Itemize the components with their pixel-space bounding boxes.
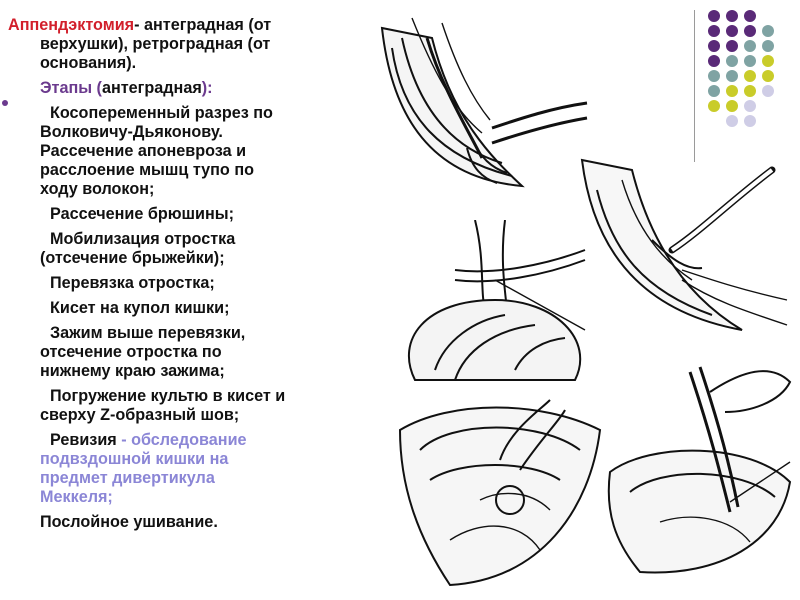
decorative-dot [726, 25, 738, 37]
divider-line [694, 10, 695, 162]
decorative-dot [726, 40, 738, 52]
bullet-icon [2, 100, 8, 106]
decorative-dot [744, 10, 756, 22]
decorative-dot [744, 25, 756, 37]
decorative-dot [762, 70, 774, 82]
text-line: (отсечение брыжейки); [8, 249, 378, 268]
text-segment: верхушки), ретроградная (от [40, 35, 271, 53]
illustration-mobilization [380, 17, 588, 188]
text-line: Рассечение апоневроза и [8, 142, 378, 161]
illustration-purse-string [398, 399, 602, 587]
text-line: расслоение мышц тупо по [8, 161, 378, 180]
text-segment: сверху Z-образный шов; [40, 406, 240, 424]
text-line: Погружение культю в кисет и [8, 387, 378, 406]
decorative-dot [726, 115, 738, 127]
illustration-ligation [408, 220, 586, 381]
text-line: предмет дивертикула [8, 469, 378, 488]
decorative-dot [762, 25, 774, 37]
text-line: Зажим выше перевязки, [8, 324, 378, 343]
text-segment: ходу волокон; [40, 180, 155, 198]
text-segment: Ревизия [50, 431, 117, 449]
decorative-dot [708, 55, 720, 67]
decorative-dot [744, 100, 756, 112]
decorative-dot [744, 70, 756, 82]
text-line: верхушки), ретроградная (от [8, 35, 378, 54]
text-segment: Погружение культю в кисет и [50, 387, 286, 405]
decorative-dot-grid [708, 10, 774, 127]
decorative-dot [744, 55, 756, 67]
text-segment: Послойное ушивание [40, 513, 214, 531]
decorative-dot [708, 40, 720, 52]
text-line: Рассечение брюшины; [8, 205, 378, 224]
text-segment: - антеградная (от [134, 16, 272, 34]
text-line: отсечение отростка по [8, 343, 378, 362]
decorative-dot [762, 40, 774, 52]
decorative-dot [708, 25, 720, 37]
decorative-dot [744, 115, 756, 127]
decorative-dot [726, 70, 738, 82]
text-segment: - обследование [116, 431, 247, 449]
text-segment: предмет дивертикула [40, 469, 215, 487]
decorative-dot [708, 10, 720, 22]
text-segment: Мобилизация отростка [50, 230, 236, 248]
decorative-dot [726, 55, 738, 67]
text-segment: Меккеля; [40, 488, 113, 506]
text-line: Кисет на купол кишки; [8, 299, 378, 318]
text-line: Этапы (антеградная): [8, 79, 378, 98]
decorative-dot [708, 70, 720, 82]
text-line: сверху Z-образный шов; [8, 406, 378, 425]
text-segment: Косопеременный разрез по [50, 104, 273, 122]
text-segment: Кисет на купол кишки; [50, 299, 230, 317]
text-segment: отсечение отростка по [40, 343, 222, 361]
text-segment: Рассечение апоневроза и [40, 142, 247, 160]
text-segment: Аппендэктомия [8, 16, 135, 34]
text-segment: . [213, 513, 218, 531]
text-line: нижнему краю зажима; [8, 362, 378, 381]
decorative-dot [762, 85, 774, 97]
text-line: Меккеля; [8, 488, 378, 507]
text-segment: расслоение мышц тупо по [40, 161, 254, 179]
text-segment: ): [201, 79, 213, 97]
text-line: Послойное ушивание. [8, 513, 378, 532]
text-segment: (отсечение брыжейки); [40, 249, 225, 267]
text-line: Мобилизация отростка [8, 230, 378, 249]
text-segment: Рассечение брюшины; [50, 205, 234, 223]
text-segment: Зажим выше перевязки, [50, 324, 246, 342]
text-line: Аппендэктомия- антеградная (от [8, 16, 378, 35]
decorative-dot [744, 40, 756, 52]
text-segment: подвздошной кишки на [40, 450, 229, 468]
illustration-stump-inversion [607, 366, 792, 574]
decorative-dot [726, 85, 738, 97]
illustration-appendix-exteriorized [580, 158, 788, 331]
text-line: Косопеременный разрез по [8, 104, 378, 123]
decorative-dot [762, 55, 774, 67]
text-line: Перевязка отростка; [8, 274, 378, 293]
text-segment: Этапы ( [40, 79, 102, 97]
text-line: Ревизия - обследование [8, 431, 378, 450]
text-segment: Перевязка отростка; [50, 274, 215, 292]
decorative-dot [708, 100, 720, 112]
text-segment: нижнему краю зажима; [40, 362, 225, 380]
decorative-dot [726, 10, 738, 22]
text-segment: антеградная [101, 79, 202, 97]
text-segment: Волковичу-Дьяконову. [40, 123, 223, 141]
text-line: подвздошной кишки на [8, 450, 378, 469]
decorative-dot [726, 100, 738, 112]
decorative-dot [708, 85, 720, 97]
text-line: Волковичу-Дьяконову. [8, 123, 378, 142]
text-segment: основания). [40, 54, 137, 72]
decorative-dot [744, 85, 756, 97]
text-line: основания). [8, 54, 378, 73]
text-line: ходу волокон; [8, 180, 378, 199]
